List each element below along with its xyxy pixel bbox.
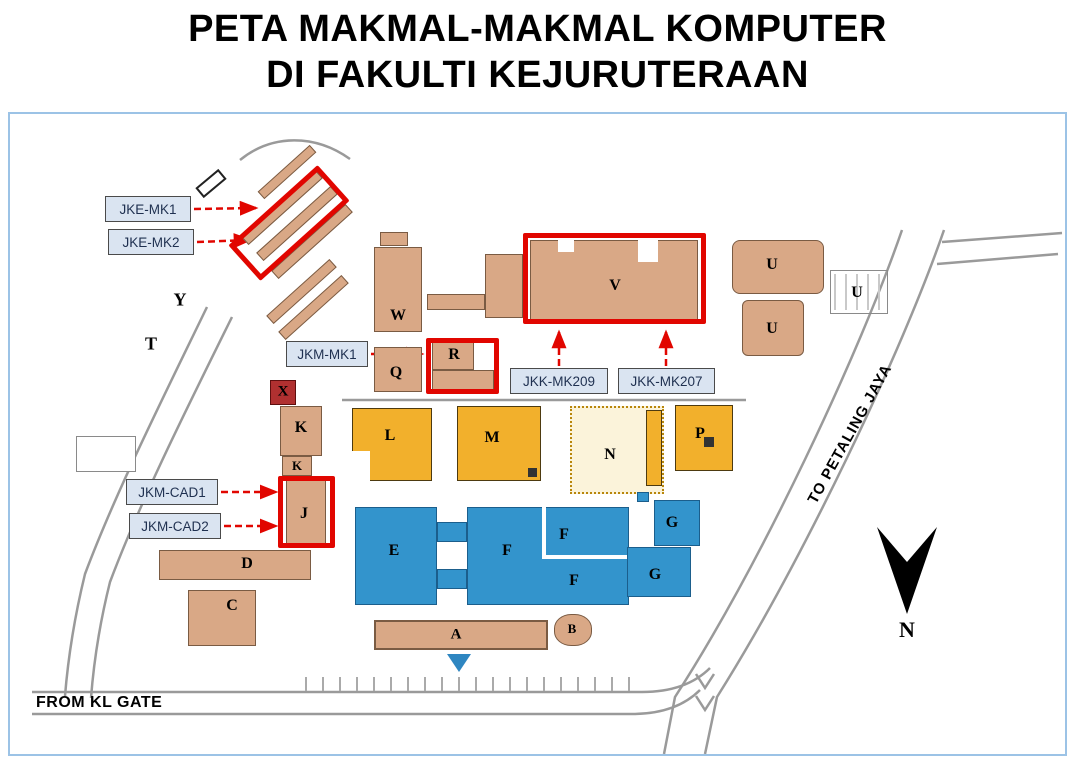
building-l-notch <box>352 451 370 481</box>
building-w <box>374 247 422 332</box>
building-u-south <box>742 300 804 356</box>
roads-layer <box>32 139 1063 754</box>
building-m-label: M <box>484 429 500 446</box>
building-k-upper-label: K <box>294 419 308 436</box>
callout-jke-mk2: JKE-MK2 <box>108 229 194 255</box>
road <box>89 316 234 699</box>
building-f-label: F <box>569 572 579 589</box>
building-r-label: R <box>448 346 460 363</box>
building-x <box>270 380 296 405</box>
building-m-entrance <box>528 468 537 477</box>
road <box>936 252 1059 266</box>
callout-jkm-cad2: JKM-CAD2 <box>129 513 221 539</box>
building-u-parking <box>830 270 888 314</box>
building-m <box>457 406 541 481</box>
building-n-label: N <box>604 446 616 463</box>
arrow-jke-mk1 <box>193 200 259 216</box>
road <box>662 229 904 754</box>
road <box>239 139 351 161</box>
building-link-blue <box>437 569 467 589</box>
caption-from-kl-gate: FROM KL GATE <box>36 694 163 711</box>
highlight-jkm-mk1 <box>426 338 499 394</box>
building-e-label: E <box>388 542 400 559</box>
building-c <box>188 590 256 646</box>
callout-jkk-mk209: JKK-MK209 <box>510 368 608 394</box>
building-t-label: T <box>144 333 158 354</box>
building-e <box>355 507 437 605</box>
road <box>941 231 1063 244</box>
building-v-label: V <box>609 277 621 294</box>
building-b <box>554 614 592 646</box>
building-w-label: W <box>390 307 406 324</box>
building-link <box>427 294 485 310</box>
building-u-north <box>732 240 824 294</box>
building-q <box>374 347 422 392</box>
roads <box>32 139 1063 754</box>
road <box>703 229 946 754</box>
building-v-notch <box>638 238 658 262</box>
north-label: N <box>899 617 915 642</box>
road <box>32 667 711 694</box>
building-n-wing <box>646 410 662 486</box>
building-link <box>485 254 523 318</box>
highlight-jkk-labs <box>523 233 706 324</box>
building-l-label: L <box>384 427 396 444</box>
title-line-2: DI FAKULTI KEJURUTERAAN <box>266 54 809 97</box>
building-v-notch <box>558 238 574 252</box>
building-w-annex <box>380 232 408 246</box>
building-p-entrance <box>704 437 714 447</box>
building-r <box>432 342 474 370</box>
page-title: PETA MAKMAL-MAKMAL KOMPUTER DI FAKULTI K… <box>0 6 1075 99</box>
building-a <box>374 620 548 650</box>
arrow-jke-mk2 <box>196 233 253 249</box>
building-q-label: Q <box>389 364 403 381</box>
building-x-label: X <box>277 383 289 400</box>
building-k-upper <box>280 406 322 456</box>
road-chevron <box>694 673 716 691</box>
building-outline-west <box>76 436 136 472</box>
callout-jkm-mk1: JKM-MK1 <box>286 341 368 367</box>
campus-map: Y T W Q R V U U U X K K L M N P J D C E … <box>10 114 1065 754</box>
building-g-upper-label: G <box>665 514 679 531</box>
building-g-lower <box>627 547 691 597</box>
building-f-divider <box>542 555 629 559</box>
map-panel: Y T W Q R V U U U X K K L M N P J D C E … <box>8 112 1067 756</box>
building-f-label: F <box>559 526 569 543</box>
building-u-north-label: U <box>766 256 778 273</box>
building-b-label: B <box>567 621 577 636</box>
building-f-divider <box>542 507 546 557</box>
building-k-lower <box>282 456 312 476</box>
highlight-jkm-cad <box>278 476 335 548</box>
road <box>32 689 701 716</box>
title-line-1: PETA MAKMAL-MAKMAL KOMPUTER <box>188 8 887 50</box>
building-c-label: C <box>226 597 238 614</box>
building-g-upper <box>654 500 700 546</box>
plaza-marker <box>447 654 471 672</box>
building-j <box>286 480 326 546</box>
callout-jkk-mk207: JKK-MK207 <box>618 368 715 394</box>
road <box>63 306 209 697</box>
building-y-label: Y <box>173 289 187 310</box>
road-chevron <box>694 695 716 713</box>
building-d <box>159 550 311 580</box>
building-u-parking-label: U <box>851 284 863 301</box>
building-j-label: J <box>300 505 308 522</box>
building-g-lower-label: G <box>648 566 662 583</box>
building-link-blue <box>437 522 467 542</box>
building-a-label: A <box>450 626 462 643</box>
building-d-label: D <box>241 555 253 572</box>
callout-jke-mk1: JKE-MK1 <box>105 196 191 222</box>
building-g-annex <box>637 492 649 502</box>
building-f-label: F <box>502 542 512 559</box>
building-p-label: P <box>695 425 705 442</box>
building-u-south-label: U <box>766 320 778 337</box>
building-k-lower-label: K <box>291 458 303 473</box>
callout-jkm-cad1: JKM-CAD1 <box>126 479 218 505</box>
north-arrow-icon <box>877 527 937 614</box>
